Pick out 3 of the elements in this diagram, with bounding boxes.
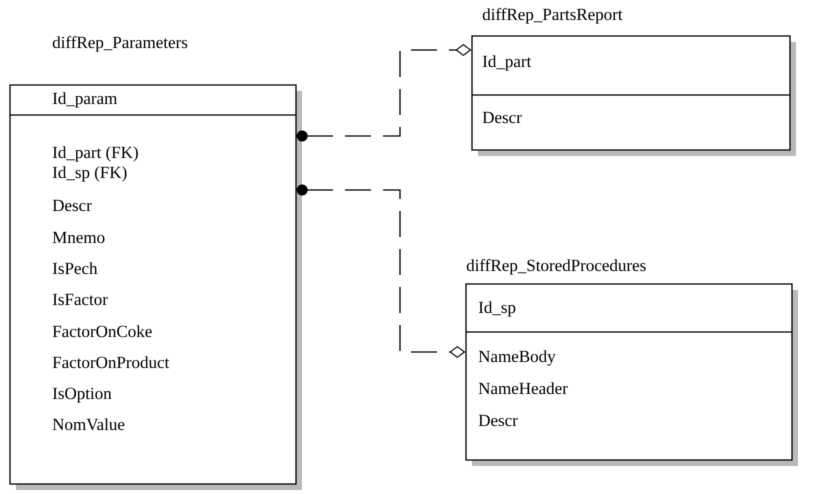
- entity-title: diffRep_Parameters: [52, 36, 188, 52]
- entity-title: diffRep_PartsReport: [482, 8, 622, 24]
- entity-title: diffRep_StoredProcedures: [466, 259, 646, 275]
